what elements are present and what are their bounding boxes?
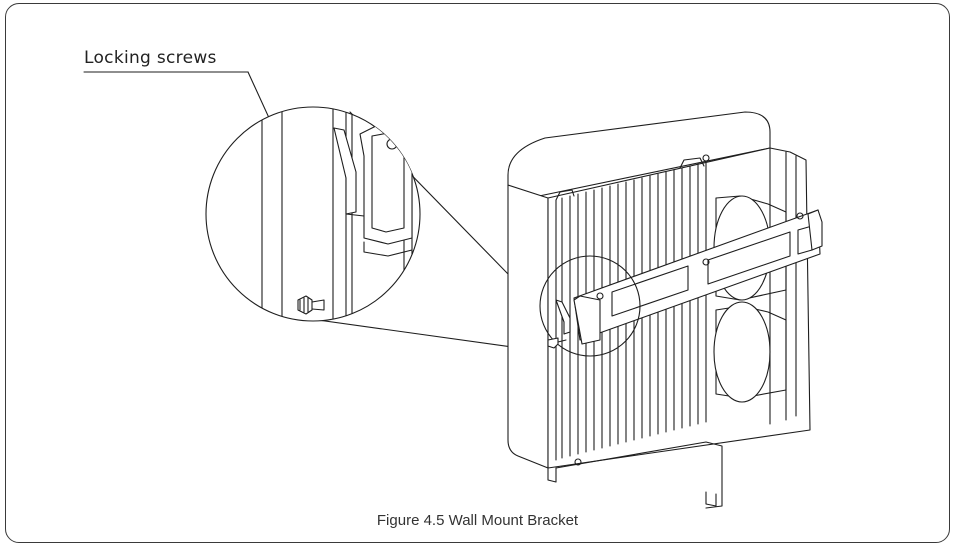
- figure-caption: Figure 4.5 Wall Mount Bracket: [376, 512, 579, 529]
- zoom-source-circle: [539, 255, 641, 357]
- wall-mount-bracket: [555, 209, 823, 345]
- unit-locking-screw: [547, 337, 567, 349]
- inverter-unit: [507, 111, 811, 509]
- zoom-detail-circle: [205, 106, 421, 322]
- fan-housing-lower: [713, 301, 787, 403]
- callout-label-locking-screws: Locking screws: [84, 48, 217, 68]
- locking-screw-icon: [297, 295, 325, 315]
